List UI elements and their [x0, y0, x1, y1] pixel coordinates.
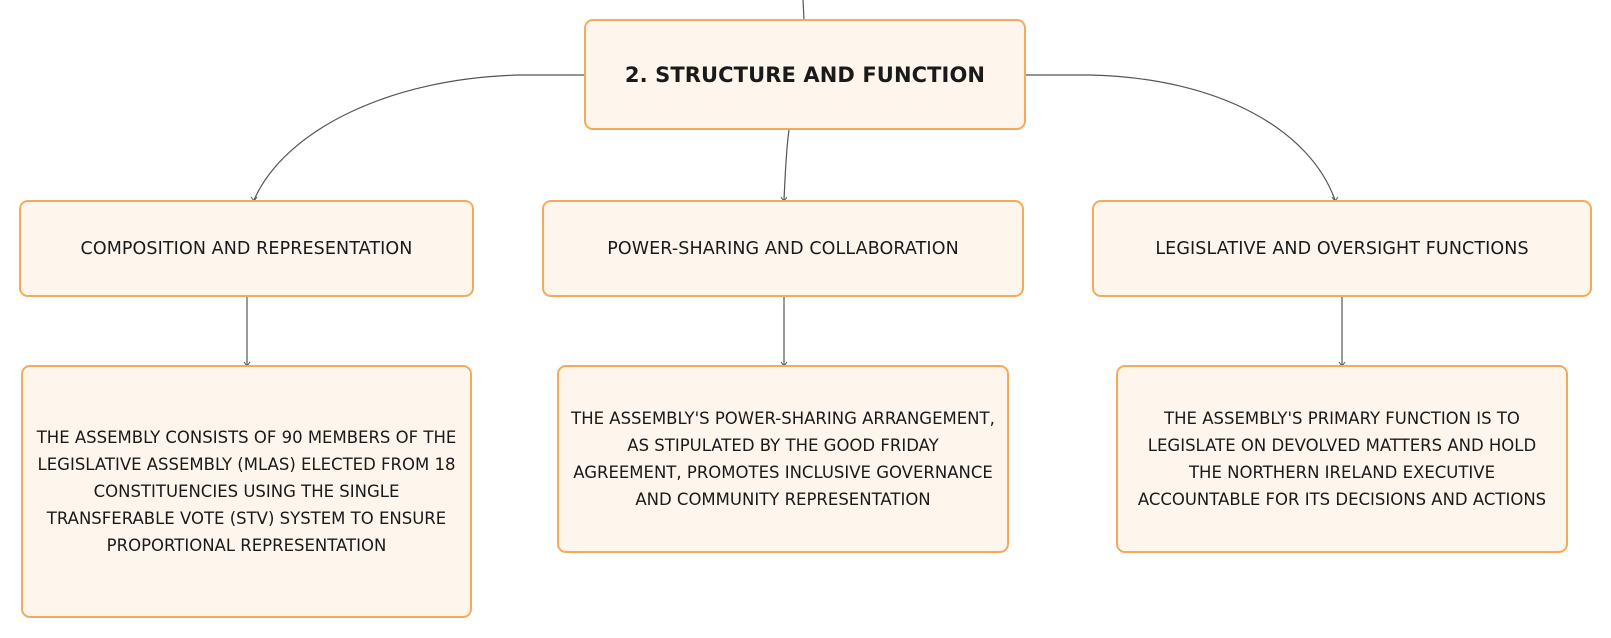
detail-node-power-sharing[interactable]: THE ASSEMBLY'S POWER-SHARING ARRANGEMENT… — [557, 365, 1009, 553]
connector-incoming — [802, 0, 805, 20]
root-node[interactable]: 2. STRUCTURE AND FUNCTION — [584, 19, 1026, 130]
detail-node-text: THE ASSEMBLY'S POWER-SHARING ARRANGEMENT… — [571, 409, 995, 509]
detail-node-text: THE ASSEMBLY'S PRIMARY FUNCTION IS TO LE… — [1137, 409, 1547, 509]
connector-root-branch-1 — [253, 74, 584, 201]
detail-node-legislative[interactable]: THE ASSEMBLY'S PRIMARY FUNCTION IS TO LE… — [1116, 365, 1568, 553]
connector-root-branch-3 — [1026, 74, 1336, 201]
branch-node-label: COMPOSITION AND REPRESENTATION — [80, 238, 413, 259]
root-node-label: 2. STRUCTURE AND FUNCTION — [624, 62, 986, 87]
branch-node-legislative[interactable]: LEGISLATIVE AND OVERSIGHT FUNCTIONS — [1092, 200, 1592, 297]
detail-node-composition[interactable]: THE ASSEMBLY CONSISTS OF 90 MEMBERS OF T… — [21, 365, 472, 618]
branch-node-label: POWER-SHARING AND COLLABORATION — [607, 238, 959, 259]
branch-node-power-sharing[interactable]: POWER-SHARING AND COLLABORATION — [542, 200, 1024, 297]
connector-root-branch-2 — [783, 129, 790, 201]
branch-node-composition[interactable]: COMPOSITION AND REPRESENTATION — [19, 200, 474, 297]
detail-node-text: THE ASSEMBLY CONSISTS OF 90 MEMBERS OF T… — [36, 428, 457, 555]
branch-node-label: LEGISLATIVE AND OVERSIGHT FUNCTIONS — [1155, 238, 1529, 259]
